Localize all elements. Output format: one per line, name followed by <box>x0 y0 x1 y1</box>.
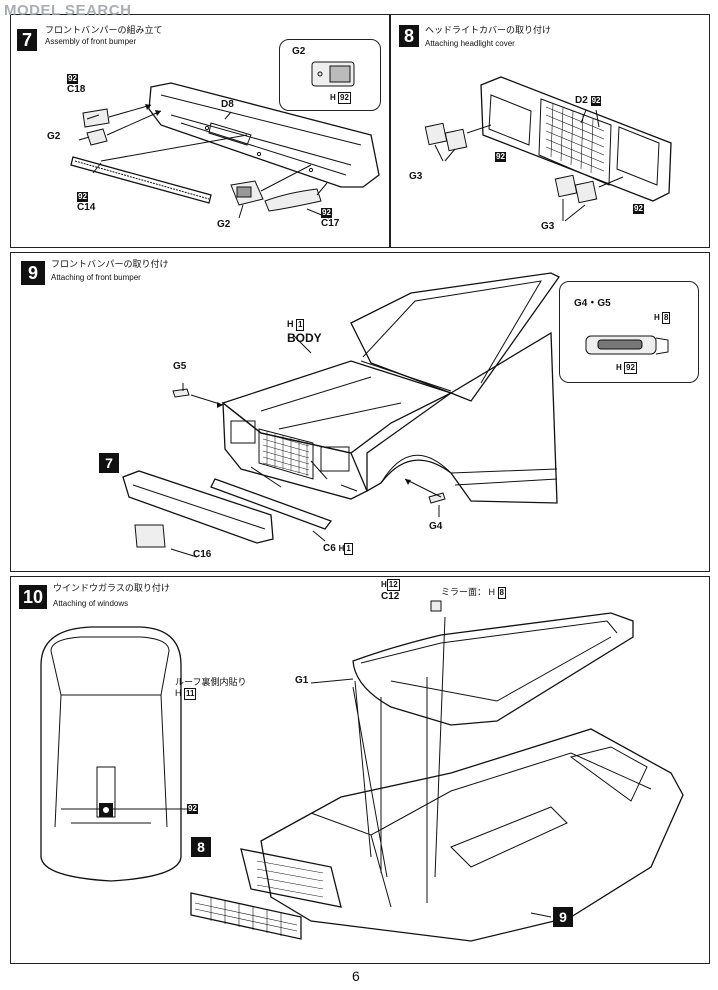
ref-step-7: 7 <box>99 453 119 473</box>
callout-g2-label: G2 <box>292 46 306 57</box>
g2-left-label: G2 <box>47 131 61 142</box>
mirror-note: ミラー面： H 8 <box>441 587 506 599</box>
step-8-title-jp: ヘッドライトカバーの取り付け <box>425 25 552 35</box>
g2-part-drawing <box>311 61 355 87</box>
watermark: MODEL SEARCH <box>4 2 132 19</box>
step-8-panel: 8 ヘッドライトカバーの取り付け Attaching headlight cov… <box>390 14 710 248</box>
step-10-title-en: Attaching of windows <box>53 599 129 608</box>
headlight-cover-drawing <box>424 76 672 222</box>
car-body-drawing <box>122 272 560 558</box>
callout-paint-92: H 92 <box>616 362 637 374</box>
step-10-title-jp: ウインドウガラスの取り付け <box>53 583 170 593</box>
g4g5-part-drawing <box>585 335 669 355</box>
step-9-number: 9 <box>21 261 45 285</box>
step-7-callout: G2 H 92 <box>279 39 381 111</box>
paint-92-right: 92 <box>633 204 644 214</box>
d8-label: D8 <box>221 99 234 110</box>
step-7-panel: 7 フロントバンパーの組み立て Assembly of front bumper… <box>10 14 390 248</box>
callout-g4g5-label: G4・G5 <box>574 298 611 309</box>
g1-label: G1 <box>295 675 309 686</box>
step-9-callout: G4・G5 H 8 H 92 <box>559 281 699 383</box>
body-label: BODY <box>287 331 322 345</box>
paint-92-left: 92 <box>495 152 506 162</box>
g3-right-label: G3 <box>541 221 555 232</box>
front-bumper-drawing <box>70 82 380 219</box>
body-paint: H 1 <box>287 319 305 331</box>
g3-left-label: G3 <box>409 171 423 182</box>
ref-step-9: 9 <box>553 907 573 927</box>
step-8-title-en: Attaching headlight cover <box>425 39 515 48</box>
callout-paint: H 92 <box>330 92 351 104</box>
step-7-title-jp: フロントバンパーの組み立て <box>45 25 163 35</box>
step-9-title-jp: フロントバンパーの取り付け <box>51 259 169 269</box>
step-7-title-en: Assembly of front bumper <box>45 37 137 46</box>
step-10-panel: 10 ウインドウガラスの取り付け Attaching of windows <box>10 576 710 964</box>
grille-mesh <box>545 102 605 174</box>
callout-paint-8: H 8 <box>654 312 671 324</box>
step-7-number: 7 <box>17 29 37 51</box>
g5-label: G5 <box>173 361 187 372</box>
page-number: 6 <box>352 968 360 984</box>
windows-drawing <box>40 600 684 942</box>
g4-label: G4 <box>429 521 443 532</box>
step-9-panel: 9 フロントバンパーの取り付け Attaching of front bumpe… <box>10 252 710 572</box>
step-10-number: 10 <box>19 585 47 609</box>
ref-step-8: 8 <box>191 837 211 857</box>
c16-label: C16 <box>193 549 212 560</box>
paint-92-roof: 92 <box>187 804 198 814</box>
d2-label: D2 92 <box>575 95 602 106</box>
step-9-title-en: Attaching of front bumper <box>51 273 141 282</box>
step-8-number: 8 <box>399 25 419 47</box>
g2-bottom-label: G2 <box>217 219 231 230</box>
